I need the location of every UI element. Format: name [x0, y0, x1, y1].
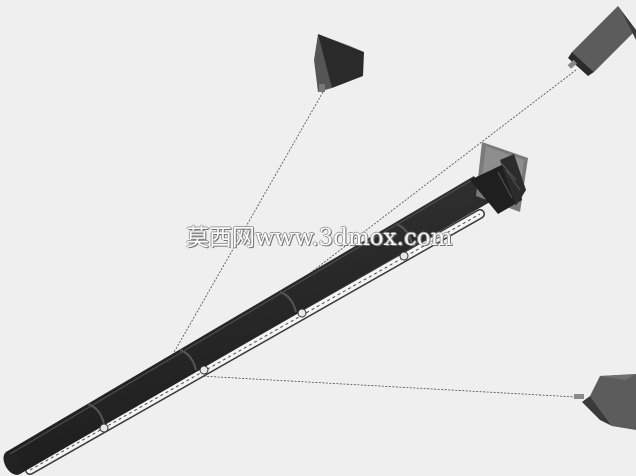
mount-box-bottom-right — [574, 374, 636, 430]
mount-box-top-left — [314, 34, 364, 92]
suspension-wire-top-right — [279, 69, 577, 297]
suspension-wire-bottom-right — [199, 375, 577, 398]
watermark-text: 莫西网www.3dmox.com — [186, 225, 453, 251]
tray-clips — [99, 251, 409, 433]
mount-box-top-right — [567, 6, 636, 76]
pendant-tube — [3, 176, 490, 475]
cable-tray — [25, 209, 485, 475]
suspension-wire-top-left — [172, 91, 324, 355]
flared-end-fixture — [470, 142, 528, 214]
